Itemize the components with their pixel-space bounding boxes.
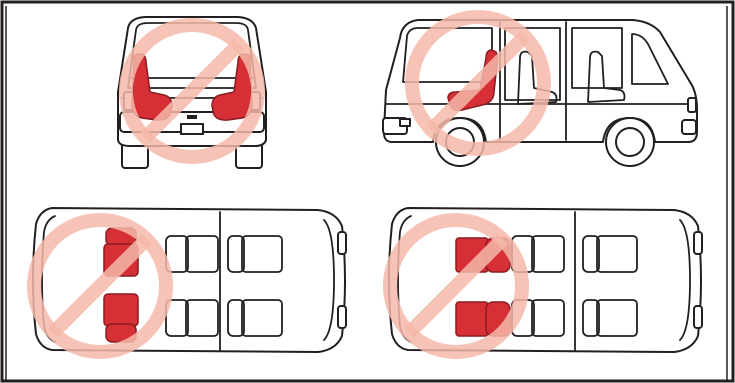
no-sign-icon	[27, 213, 173, 359]
no-sign-icon	[383, 213, 529, 359]
no-sign-icon	[119, 18, 265, 164]
middle-window	[571, 27, 623, 89]
no-sign-icon	[405, 10, 551, 156]
child-seat-top-4	[455, 301, 489, 337]
license-plate	[180, 123, 204, 135]
sliding-door-window	[504, 27, 561, 101]
child-seat-top-2	[103, 293, 139, 327]
front-seat-outline	[587, 50, 626, 103]
rear-window	[127, 22, 257, 89]
windshield	[631, 33, 669, 85]
